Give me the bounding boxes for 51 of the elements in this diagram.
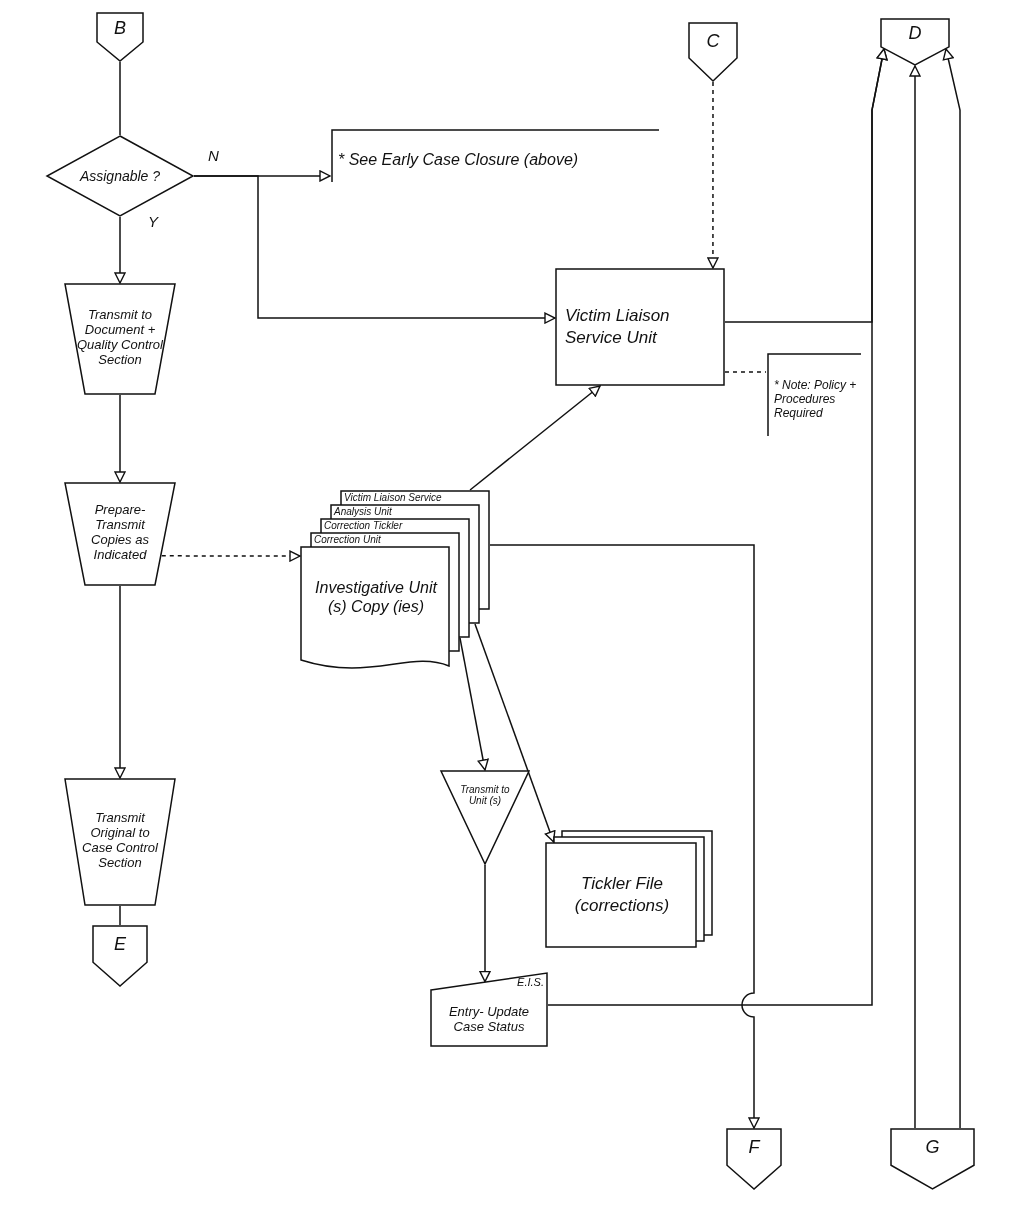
offpage-connector	[880, 18, 950, 66]
connector-arrow	[942, 48, 961, 1129]
connector-arrow	[909, 65, 921, 1129]
connector-letter: C	[706, 30, 720, 51]
offpage-connector	[688, 22, 738, 82]
edge-label: Y	[146, 214, 160, 230]
manual-operation-trapezoid	[64, 283, 176, 395]
offpage-connector	[96, 12, 144, 62]
annotation-text: * See Early Case Closure (above)	[338, 151, 579, 169]
node-label: Tickler File (corrections)	[573, 873, 671, 917]
tab-label: Analysis Unit	[334, 505, 392, 518]
node-label: Prepare- Transmit Copies as Indicated	[90, 502, 150, 562]
connector-arrow	[114, 216, 126, 284]
connector-letter: F	[748, 1137, 760, 1158]
node-label: Investigative Unit (s) Copy (ies)	[314, 578, 439, 616]
node-label: Victim Liaison Service Unit	[565, 305, 671, 349]
connector-letter: B	[114, 17, 126, 38]
node-label: Assignable ?	[79, 168, 161, 184]
edge-label: N	[206, 148, 221, 164]
manual-operation-trapezoid	[64, 778, 176, 906]
connector-arrow	[469, 385, 601, 491]
annotation-text: * Note: Policy + Procedures Required	[774, 378, 858, 420]
manual-input-box	[430, 972, 548, 1047]
connector-arrow	[547, 48, 888, 1006]
process-box	[555, 268, 725, 386]
connector-arrow	[161, 550, 301, 562]
offpage-connector	[92, 925, 148, 987]
connector-letter: G	[925, 1137, 940, 1158]
node-label: Transmit to Unit (s)	[459, 784, 511, 806]
connector-arrow	[114, 394, 126, 483]
node-label: Entry- Update Case Status	[447, 1003, 531, 1034]
offpage-connector	[890, 1128, 975, 1190]
connector-arrow	[474, 623, 556, 843]
tab-label: Correction Unit	[314, 533, 381, 546]
card-file-stack	[545, 830, 715, 948]
manual-operation-trapezoid	[64, 482, 176, 586]
connector-arrow	[114, 585, 126, 779]
tab-label: Correction Tickler	[324, 519, 403, 532]
connector-arrow	[479, 864, 491, 983]
node-label: Transmit Original to Case Control Section	[81, 810, 159, 870]
decision-diamond	[46, 135, 194, 217]
connector-letter: E	[114, 934, 126, 955]
connector-letter: D	[908, 22, 922, 43]
node-label: Transmit to Document + Quality Control Section	[76, 307, 164, 367]
connector-arrow	[489, 544, 760, 1129]
connector-arrow	[193, 175, 556, 324]
tab-label: Victim Liaison Service	[344, 491, 442, 504]
connector-arrow	[707, 81, 719, 269]
merge-triangle	[440, 770, 530, 865]
node-label: E.I.S.	[517, 975, 544, 989]
offpage-connector	[726, 1128, 782, 1190]
